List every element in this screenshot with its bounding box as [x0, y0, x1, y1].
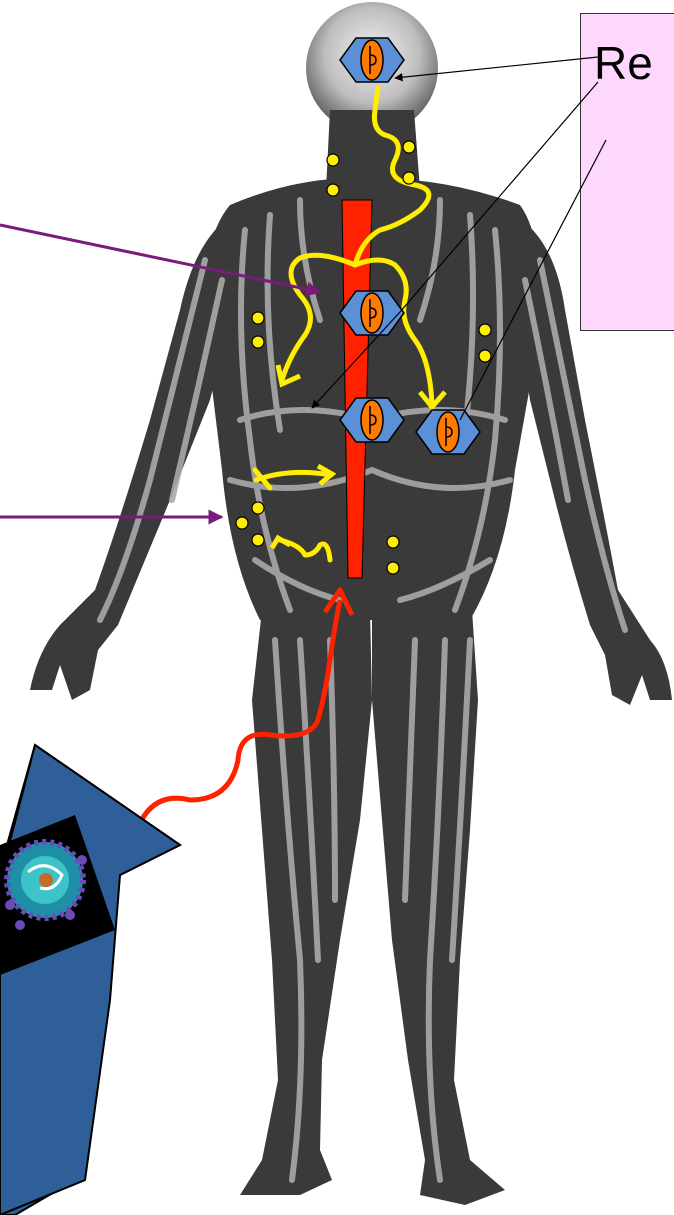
lymph-node-dot-icon: [479, 324, 491, 336]
lymph-node-dot-icon: [403, 172, 415, 184]
lymph-node-dot-icon: [387, 562, 399, 574]
lymph-node-dot-icon: [327, 184, 339, 196]
lymph-node-dot-icon: [252, 336, 264, 348]
lymph-node-dot-icon: [403, 141, 415, 153]
lymph-node-dot-icon: [252, 534, 264, 546]
lymph-node-dot-icon: [387, 536, 399, 548]
entry-arrow-body: [0, 745, 180, 1215]
lymph-node-dot-icon: [327, 154, 339, 166]
lymph-node-dot-icon: [479, 350, 491, 362]
right-arm: [515, 215, 672, 705]
left-arm: [30, 215, 232, 700]
lymph-node-dot-icon: [252, 502, 264, 514]
right-leg: [372, 610, 505, 1205]
lymph-node-dot-icon: [252, 312, 264, 324]
human-silhouette: [30, 2, 672, 1205]
lymph-node-dot-icon: [236, 517, 248, 529]
